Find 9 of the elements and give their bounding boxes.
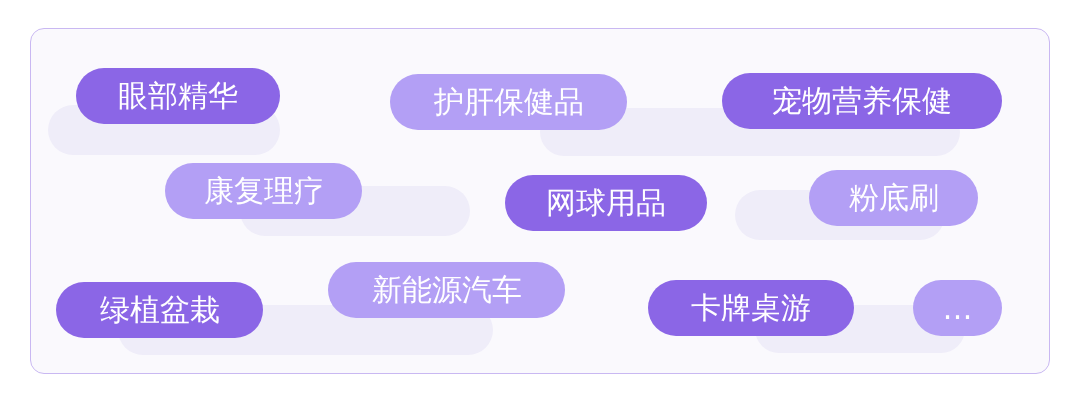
tag-pill: 眼部精华: [76, 68, 280, 124]
tag-pill: 绿植盆栽: [56, 282, 263, 338]
tag-pill: 康复理疗: [165, 163, 362, 219]
tag-pill: 粉底刷: [809, 170, 978, 226]
tag-pill: 宠物营养保健: [722, 73, 1002, 129]
tag-pill: 新能源汽车: [328, 262, 565, 318]
tag-pill: 网球用品: [505, 175, 707, 231]
tag-pill: 卡牌桌游: [648, 280, 854, 336]
tag-pill: 护肝保健品: [390, 74, 627, 130]
